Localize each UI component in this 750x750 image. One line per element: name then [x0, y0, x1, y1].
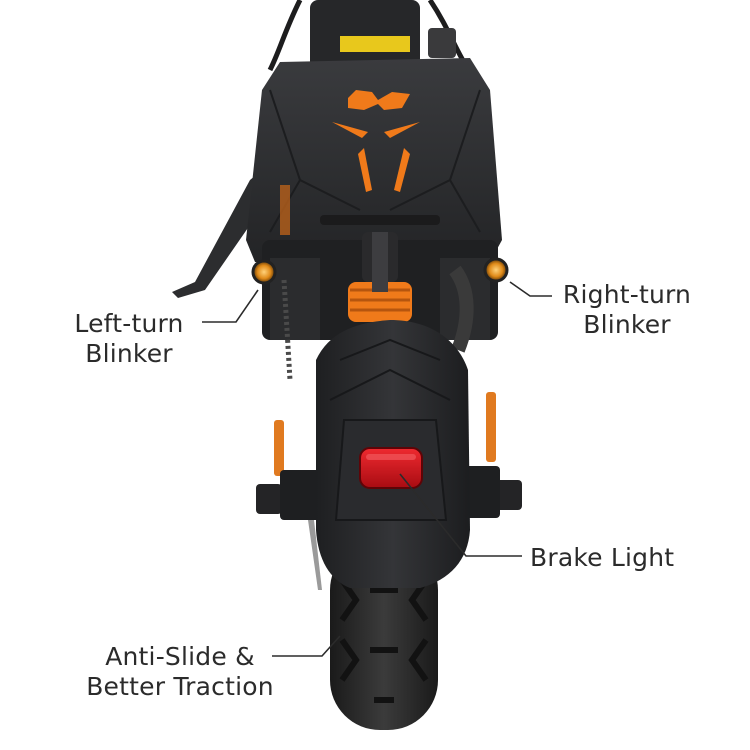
side-reflector — [274, 420, 284, 476]
brake-light-label: Brake Light — [530, 543, 674, 573]
side-spring — [281, 279, 293, 381]
left-turn-blinker-label: Left-turn Blinker — [66, 309, 192, 369]
deck-side-logo — [280, 185, 290, 235]
callout-lines — [202, 281, 552, 657]
kickstand — [172, 170, 270, 298]
right-turn-blinker-label: Right-turn Blinker — [556, 280, 698, 340]
side-reflector — [486, 392, 496, 462]
brake-light-leader — [399, 473, 522, 557]
license-plate-bracket — [308, 520, 322, 590]
deck-accent-stripe — [384, 122, 420, 138]
right-turn-line2: Blinker — [583, 310, 671, 339]
deck — [246, 58, 502, 262]
axle-nut-left — [256, 484, 282, 514]
warning-sticker — [340, 36, 410, 52]
left-turn-line2: Blinker — [85, 339, 173, 368]
left-turn-line1: Left-turn — [74, 309, 184, 338]
cable — [267, 0, 303, 72]
right-turn-leader — [509, 281, 552, 297]
deck-accent-stripe — [332, 122, 368, 138]
deck-accent-stripe — [358, 148, 372, 192]
left-turn-blinker-lamp — [251, 259, 277, 285]
brake-light-line1: Brake Light — [530, 543, 675, 572]
anti-slide-label: Anti-Slide & Better Traction — [72, 642, 288, 702]
rear-suspension — [348, 232, 412, 322]
left-turn-leader — [202, 289, 259, 323]
deck-accent-stripe — [394, 148, 410, 192]
brand-logo-icon — [348, 90, 410, 110]
right-turn-line1: Right-turn — [562, 280, 692, 309]
anti-slide-line2: Better Traction — [86, 672, 274, 701]
right-turn-blinker-lamp — [483, 257, 509, 283]
anti-slide-leader — [272, 635, 341, 657]
cable-loom — [449, 265, 474, 353]
anti-slide-line1: Anti-Slide & — [105, 642, 255, 671]
axle-nut-right — [496, 480, 522, 510]
